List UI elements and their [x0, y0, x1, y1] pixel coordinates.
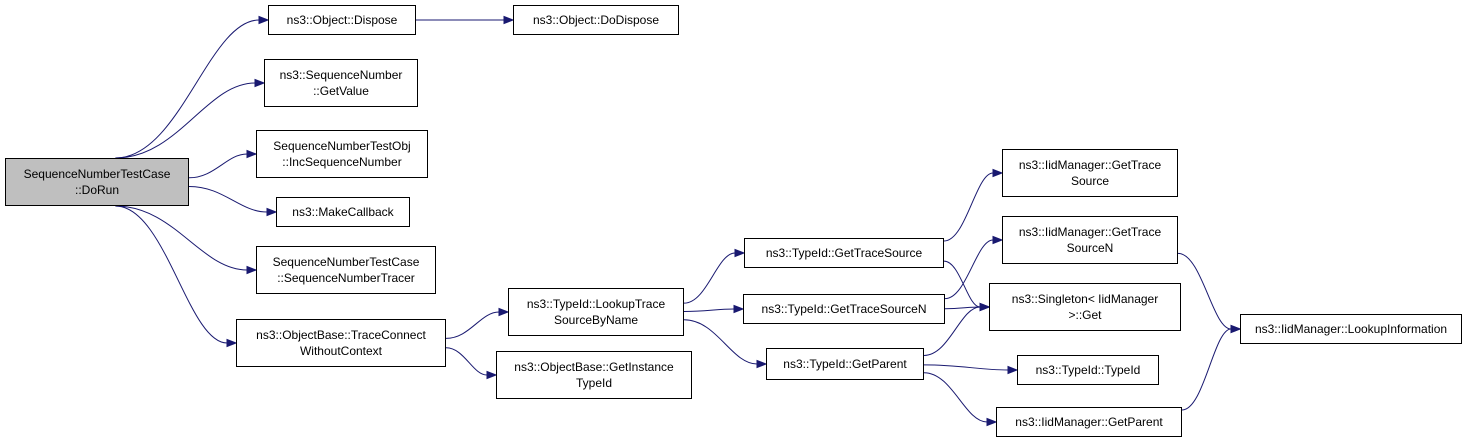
node-label-line: ::SequenceNumberTracer	[277, 271, 415, 285]
node-label-line: Source	[1070, 174, 1110, 188]
call-edge	[445, 311, 500, 339]
node-iidmanager-get-parent[interactable]: ns3::IidManager::GetParent	[996, 407, 1182, 437]
node-typeid-get-trace-source-n[interactable]: ns3::TypeId::GetTraceSourceN	[743, 294, 945, 324]
node-label-line: ns3::SequenceNumber	[279, 68, 403, 82]
node-label-line: ns3::IidManager::GetTrace	[1018, 158, 1162, 172]
node-label-line: ns3::IidManager::GetParent	[1015, 415, 1163, 429]
node-label-line: WithoutContext	[299, 344, 383, 358]
call-edge-arrowhead	[733, 304, 745, 314]
node-label-line: SourceByName	[553, 313, 639, 327]
call-edge-arrowhead	[1230, 324, 1242, 334]
call-edge	[943, 260, 981, 308]
node-typeid-typeid[interactable]: ns3::TypeId::TypeId	[1017, 355, 1159, 385]
call-edge-arrowhead	[246, 265, 258, 275]
node-object-dispose[interactable]: ns3::Object::Dispose	[268, 5, 416, 35]
call-edge-arrowhead	[734, 248, 746, 258]
node-label-line: ns3::TypeId::GetTraceSource	[765, 246, 923, 260]
call-edge	[115, 82, 256, 159]
node-label-line: ::IncSequenceNumber	[282, 155, 402, 169]
node-label-line: ns3::ObjectBase::TraceConnect	[256, 328, 426, 342]
call-edge	[1177, 252, 1232, 330]
call-edge	[115, 205, 248, 271]
node-sequence-number-get-value[interactable]: ns3::SequenceNumber::GetValue	[264, 59, 418, 107]
call-edge	[943, 172, 994, 242]
call-edge	[923, 364, 1009, 371]
node-label-line: ns3::Singleton< IidManager	[1011, 292, 1159, 306]
call-edge	[188, 186, 268, 213]
node-label-line: ns3::Object::DoDispose	[532, 13, 660, 27]
node-label-line: TypeId	[575, 376, 613, 390]
call-edge-arrowhead	[986, 417, 998, 427]
node-label-line: ns3::TypeId::LookupTrace	[526, 297, 666, 311]
call-edge-arrowhead	[979, 302, 991, 312]
call-edge-arrowhead	[756, 359, 768, 369]
node-label-line: ns3::Object::Dispose	[286, 13, 398, 27]
call-edge-arrowhead	[503, 15, 515, 25]
node-label-line: ns3::IidManager::LookupInformation	[1254, 322, 1448, 336]
node-label-line: ns3::TypeId::GetParent	[783, 357, 907, 371]
call-edge-arrowhead	[266, 207, 278, 217]
node-singleton-iidmanager-get[interactable]: ns3::Singleton< IidManager>::Get	[989, 283, 1181, 331]
call-edge-arrowhead	[254, 78, 266, 88]
node-sequence-number-test-case-do-run: SequenceNumberTestCase::DoRun	[5, 158, 189, 206]
node-typeid-get-parent[interactable]: ns3::TypeId::GetParent	[766, 348, 924, 380]
call-edge	[188, 153, 248, 179]
call-edge-arrowhead	[992, 168, 1004, 178]
node-label-line: SourceN	[1066, 241, 1114, 255]
call-edge-arrowhead	[498, 307, 510, 317]
call-edge	[1181, 328, 1232, 411]
call-edge-arrowhead	[258, 15, 270, 25]
node-make-callback[interactable]: ns3::MakeCallback	[276, 197, 410, 227]
node-object-do-dispose[interactable]: ns3::Object::DoDispose	[513, 5, 679, 35]
node-label-line: SequenceNumberTestCase	[272, 255, 420, 269]
node-sequence-number-tracer[interactable]: SequenceNumberTestCase::SequenceNumberTr…	[256, 246, 436, 294]
call-edge	[683, 319, 758, 365]
node-label-line: ns3::IidManager::GetTrace	[1018, 225, 1162, 239]
node-label-line: ::GetValue	[313, 84, 369, 98]
call-edge-arrowhead	[486, 370, 498, 380]
node-label-line: ns3::MakeCallback	[292, 205, 394, 219]
node-label-line: >::Get	[1068, 308, 1102, 322]
call-edge-arrowhead	[1007, 365, 1019, 375]
call-edge	[115, 205, 228, 344]
call-edge	[683, 252, 736, 304]
call-edge	[923, 306, 981, 356]
call-edge-arrowhead	[246, 149, 258, 159]
call-edge	[944, 239, 994, 300]
node-label-line: ::DoRun	[74, 183, 120, 197]
node-iidmanager-lookup-information[interactable]: ns3::IidManager::LookupInformation	[1240, 314, 1462, 344]
call-edge-arrowhead	[226, 338, 238, 348]
node-label-line: ns3::ObjectBase::GetInstance	[514, 360, 674, 374]
node-label-line: SequenceNumberTestObj	[273, 139, 411, 153]
node-label-line: ns3::TypeId::GetTraceSourceN	[761, 302, 927, 316]
call-edge	[923, 372, 988, 423]
call-edge	[683, 308, 735, 313]
call-edge	[445, 347, 488, 376]
call-edge	[115, 19, 260, 159]
node-typeid-get-trace-source[interactable]: ns3::TypeId::GetTraceSource	[744, 238, 944, 268]
node-label-line: ns3::TypeId::TypeId	[1035, 363, 1141, 377]
node-label-line: SequenceNumberTestCase	[23, 167, 171, 181]
node-test-obj-inc-sequence-number[interactable]: SequenceNumberTestObj::IncSequenceNumber	[256, 130, 428, 178]
call-edge-arrowhead	[992, 235, 1004, 245]
